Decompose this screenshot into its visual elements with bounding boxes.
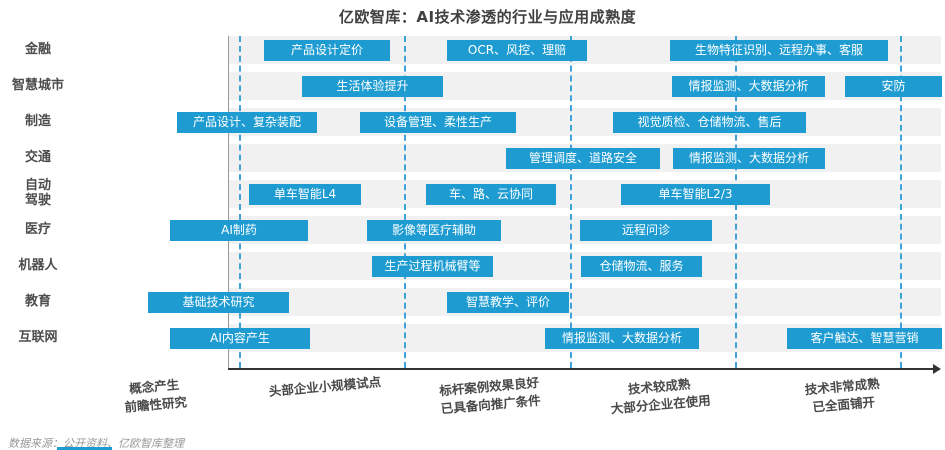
row-label: 金融 [24, 41, 51, 57]
stage-separator-dashed-line [570, 36, 572, 368]
maturity-box: 情报监测、大数据分析 [672, 75, 825, 97]
maturity-box: 单车智能L2/3 [621, 183, 770, 205]
maturity-box: 远程问诊 [580, 219, 712, 241]
maturity-box: 影像等医疗辅助 [367, 219, 501, 241]
maturity-box: 情报监测、大数据分析 [545, 327, 699, 349]
row-band [228, 288, 941, 316]
y-axis-line [228, 36, 229, 368]
maturity-box: 基础技术研究 [148, 291, 289, 313]
row-label: 机器人 [18, 257, 58, 273]
maturity-box: 仓储物流、服务 [581, 255, 702, 277]
row-label: 教育 [24, 293, 51, 309]
row-label: 互联网 [18, 329, 58, 345]
row-label: 智慧城市 [11, 77, 64, 93]
maturity-box: 生活体验提升 [302, 75, 443, 97]
x-axis-arrow-icon [933, 364, 941, 374]
maturity-box: 视觉质检、仓储物流、售后 [613, 111, 806, 133]
maturity-box: 车、路、云协同 [426, 183, 556, 205]
row-label: 自动 驾驶 [24, 178, 51, 208]
maturity-box: 产品设计、复杂装配 [177, 111, 317, 133]
maturity-box: 设备管理、柔性生产 [360, 111, 516, 133]
maturity-box: OCR、风控、理赔 [447, 39, 587, 61]
x-axis-stage-label: 标杆案例效果良好 已具备向推广条件 [438, 374, 542, 417]
row-label: 交通 [24, 149, 51, 165]
data-source-note: 数据来源：公开资料、亿欧智库整理 [8, 437, 184, 450]
chart-title: 亿欧智库：AI技术渗透的行业与应用成熟度 [338, 8, 637, 26]
x-axis-stage-label: 技术较成熟 大部分企业在使用 [610, 376, 712, 417]
x-axis-stage-label: 概念产生 前瞻性研究 [123, 376, 188, 415]
maturity-box: 管理调度、道路安全 [506, 147, 660, 169]
maturity-box: 生物特征识别、远程办事、客服 [670, 39, 888, 61]
x-axis-line [228, 368, 934, 370]
row-label: 制造 [24, 113, 51, 129]
maturity-box: 单车智能L4 [249, 183, 361, 205]
row-band [228, 108, 941, 136]
maturity-box: 产品设计定价 [264, 39, 390, 61]
maturity-box: 生产过程机械臂等 [372, 255, 493, 277]
footer-logo-fragment [57, 447, 112, 450]
stage-separator-dashed-line [900, 36, 902, 368]
maturity-box: 智慧教学、评价 [447, 291, 569, 313]
stage-separator-dashed-line [404, 36, 406, 368]
maturity-box: AI制药 [170, 219, 308, 241]
maturity-box: 客户触达、智慧营销 [787, 327, 942, 349]
stage-separator-dashed-line [239, 36, 241, 368]
maturity-box: 情报监测、大数据分析 [673, 147, 825, 169]
maturity-box: 安防 [845, 75, 942, 97]
row-label: 医疗 [24, 221, 51, 237]
maturity-box: AI内容产生 [170, 327, 310, 349]
x-axis-stage-label: 技术非常成熟 已全面铺开 [804, 375, 881, 415]
x-axis-stage-label: 头部企业小规模试点 [268, 374, 382, 399]
